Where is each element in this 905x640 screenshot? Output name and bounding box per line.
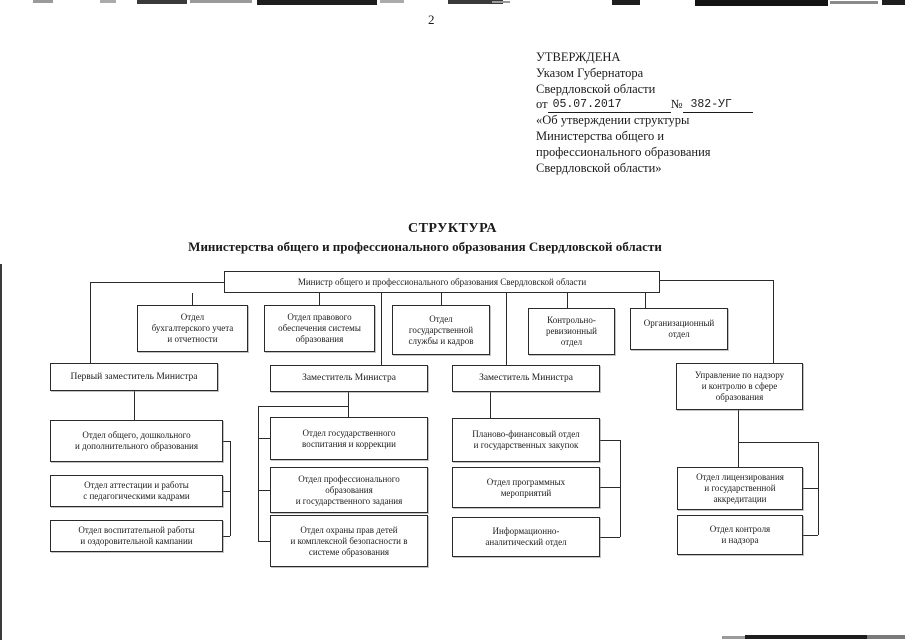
approval-line: «Об утверждении структуры	[536, 113, 690, 128]
connector-line	[90, 282, 224, 283]
connector-line	[506, 293, 507, 365]
approval-block: УТВЕРЖДЕНА Указом Губернатора Свердловск…	[536, 50, 776, 176]
scan-artifact	[190, 0, 252, 3]
org-box-planning-finance-dept: Планово-финансовый отдел и государственн…	[452, 418, 600, 462]
connector-line	[600, 537, 620, 538]
org-box-child-protection-dept: Отдел охраны прав детей и комплексной бе…	[270, 515, 428, 567]
org-box-deputy-minister-1: Заместитель Министра	[270, 365, 428, 392]
connector-line	[192, 293, 193, 305]
connector-line	[134, 391, 135, 420]
connector-line	[258, 490, 270, 491]
connector-line	[441, 293, 442, 305]
scan-artifact	[380, 0, 404, 3]
connector-line	[738, 442, 818, 443]
scan-artifact	[830, 1, 878, 4]
connector-line	[230, 441, 231, 536]
connector-line	[319, 293, 320, 305]
org-box-attestation-dept: Отдел аттестации и работы с педагогическ…	[50, 475, 223, 507]
date-label: от	[536, 97, 548, 112]
org-box-professional-education-dept: Отдел профессионального образования и го…	[270, 467, 428, 513]
org-box-information-analytics-dept: Информационно- аналитический отдел	[452, 517, 600, 557]
scan-artifact	[257, 0, 377, 5]
scan-artifact	[612, 0, 640, 5]
org-box-organizational-dept: Организационный отдел	[630, 308, 728, 350]
connector-line	[803, 488, 818, 489]
org-box-legal-dept: Отдел правового обеспечения системы обра…	[264, 305, 375, 352]
org-box-deputy-minister-2: Заместитель Министра	[452, 365, 600, 392]
org-box-licensing-accreditation-dept: Отдел лицензирования и государственной а…	[677, 467, 803, 510]
connector-line	[258, 438, 270, 439]
org-box-state-upbringing-dept: Отдел государственного воспитания и корр…	[270, 417, 428, 460]
org-box-civil-service-dept: Отдел государственной службы и кадров	[392, 305, 490, 355]
connector-line	[381, 293, 382, 365]
approval-line: УТВЕРЖДЕНА	[536, 50, 621, 64]
decree-number: 382-УГ	[682, 98, 753, 114]
connector-line	[258, 541, 270, 542]
scan-artifact	[722, 636, 746, 639]
date-value: 05.07.2017	[547, 98, 671, 114]
org-box-supervision-directorate: Управление по надзору и контролю в сфере…	[676, 363, 803, 410]
page-number: 2	[428, 12, 435, 27]
org-box-upbringing-work-dept: Отдел воспитательной работы и оздоровите…	[50, 520, 223, 552]
number-sign: №	[670, 97, 683, 112]
connector-line	[600, 440, 620, 441]
connector-line	[223, 441, 230, 442]
connector-line	[223, 536, 230, 537]
scan-artifact	[745, 635, 867, 639]
scan-artifact	[137, 0, 187, 4]
approval-line: Свердловской области»	[536, 160, 662, 175]
scan-artifact	[33, 0, 53, 3]
connector-line	[600, 487, 620, 488]
org-box-general-education-dept: Отдел общего, дошкольного и дополнительн…	[50, 420, 223, 462]
connector-line	[803, 535, 818, 536]
connector-line	[258, 406, 259, 541]
scan-artifact	[100, 0, 116, 3]
approval-line: профессионального образования	[536, 144, 711, 159]
scan-artifact	[695, 0, 828, 6]
connector-line	[660, 280, 773, 281]
connector-line	[348, 392, 349, 417]
approval-line: Указом Губернатора	[536, 65, 644, 80]
connector-line	[258, 406, 348, 407]
connector-line	[620, 440, 621, 537]
org-box-audit-dept: Контрольно- ревизионный отдел	[528, 308, 615, 355]
connector-line	[490, 392, 491, 418]
scan-artifact	[0, 264, 2, 640]
connector-line	[645, 293, 646, 308]
connector-line	[738, 410, 739, 467]
document-subtitle: Министерства общего и профессионального …	[188, 239, 662, 254]
connector-line	[818, 442, 819, 535]
approval-line: Свердловской области	[536, 81, 656, 96]
scan-artifact	[867, 635, 905, 639]
connector-line	[773, 280, 774, 363]
scan-artifact	[448, 0, 503, 4]
org-box-minister: Министр общего и профессионального образ…	[224, 271, 660, 293]
org-box-program-activities-dept: Отдел программных мероприятий	[452, 467, 600, 508]
org-box-first-deputy-minister: Первый заместитель Министра	[50, 363, 218, 391]
scan-artifact	[492, 1, 510, 3]
connector-line	[223, 491, 230, 492]
scan-artifact	[882, 0, 905, 5]
org-box-control-supervision-dept: Отдел контроля и надзора	[677, 515, 803, 555]
connector-line	[567, 293, 568, 308]
approval-line: Министерства общего и	[536, 128, 665, 143]
document-title: СТРУКТУРА	[407, 221, 498, 236]
org-box-accounting-dept: Отдел бухгалтерского учета и отчетности	[137, 305, 248, 352]
connector-line	[90, 282, 91, 363]
